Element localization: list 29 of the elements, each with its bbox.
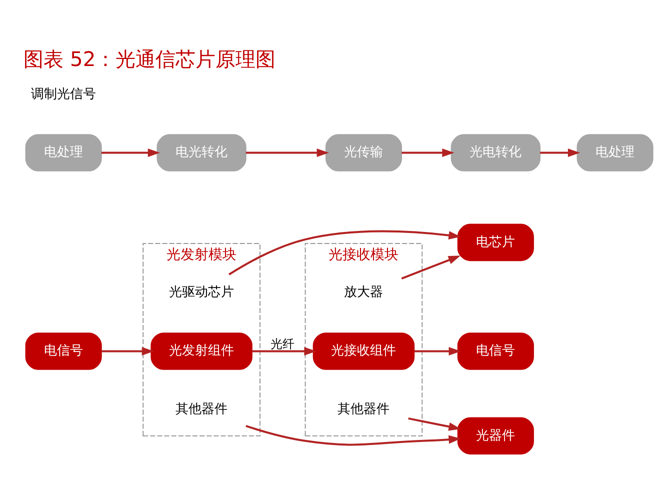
- arrow: [414, 347, 460, 356]
- arrow: [251, 347, 316, 356]
- node-box: 电信号: [456, 332, 534, 370]
- arrow: [228, 230, 460, 276]
- diagram-title: 图表 52：光通信芯片原理图: [23, 47, 276, 72]
- edge-label: 光纤: [270, 336, 294, 351]
- node-box: 光器件: [456, 417, 534, 454]
- node-text: 放大器: [344, 285, 383, 300]
- node-text: 其他器件: [175, 402, 228, 418]
- arrow: [400, 256, 460, 280]
- arrow: [408, 417, 460, 431]
- node-box: 光电转化: [450, 134, 540, 172]
- node-box: 电信号: [24, 332, 102, 370]
- node-box: 电光转化: [156, 134, 246, 172]
- arrow: [401, 148, 454, 158]
- node-text: 其他器件: [337, 402, 390, 418]
- node-box: 光发射组件: [150, 332, 252, 370]
- arrow: [540, 148, 580, 158]
- node-box: 电处理: [576, 134, 653, 172]
- node-text: 光驱动芯片: [168, 285, 234, 300]
- node-box: 电芯片: [456, 224, 534, 262]
- node-box: 光传输: [324, 134, 402, 172]
- label: 调制光信号: [30, 86, 96, 102]
- arrow: [100, 148, 160, 158]
- arrow: [245, 148, 328, 158]
- node-box: 电处理: [24, 134, 102, 172]
- arrow: [245, 424, 460, 446]
- arrow: [100, 346, 154, 356]
- node-box: 光接收组件: [312, 332, 414, 370]
